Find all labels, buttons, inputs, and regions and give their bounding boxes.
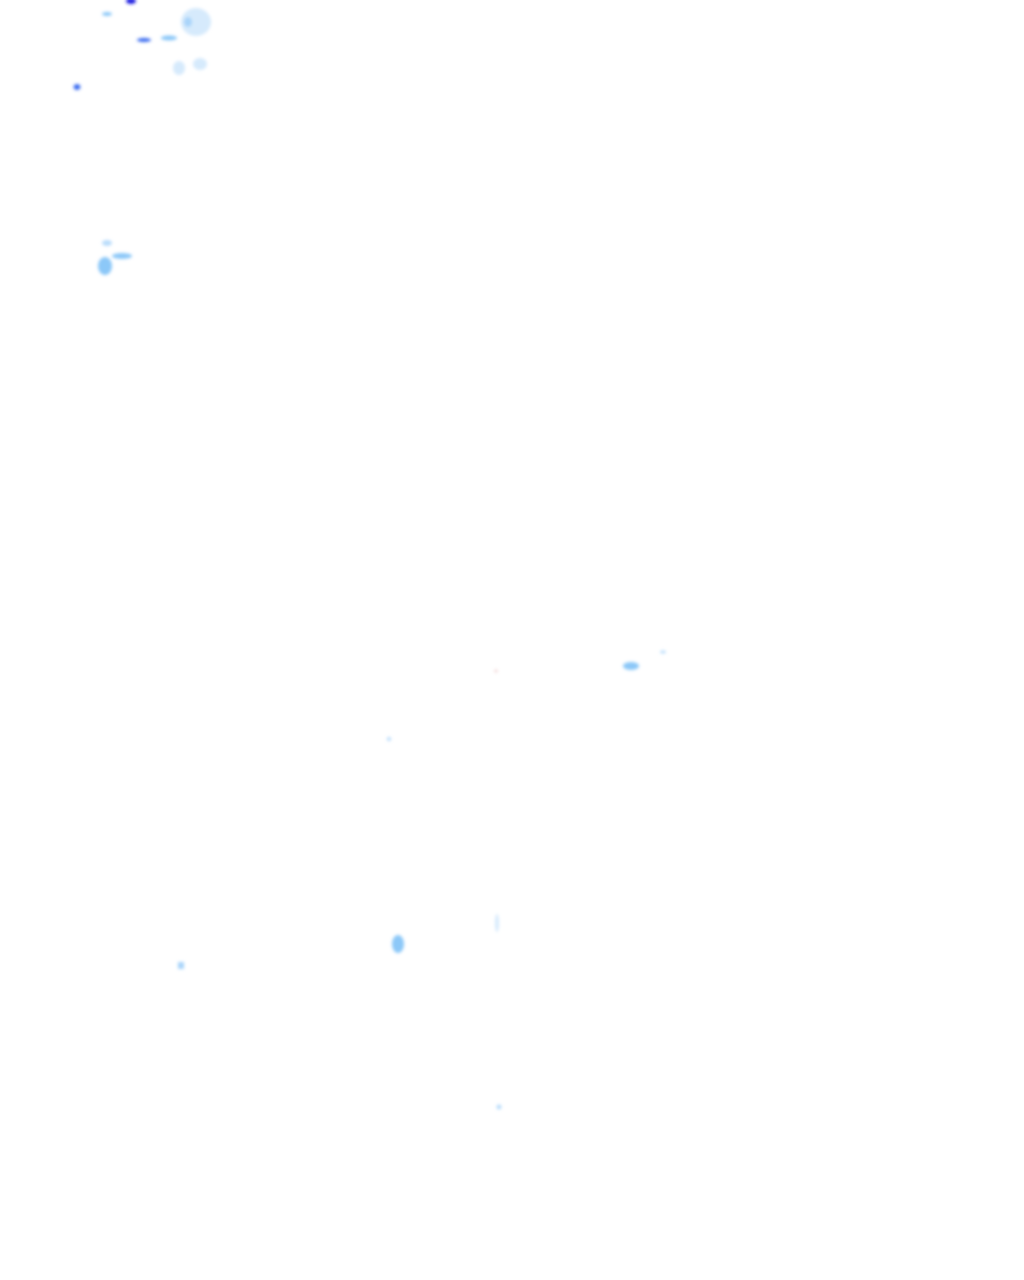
precip-cell	[102, 12, 112, 16]
precip-cell	[496, 1104, 502, 1110]
precip-cell	[494, 669, 498, 673]
precip-cell	[73, 84, 81, 90]
precip-cell	[193, 58, 207, 70]
precip-cell	[137, 38, 151, 42]
precip-cell	[660, 650, 666, 654]
precip-cell	[387, 737, 391, 741]
precip-cell	[623, 662, 639, 670]
precip-cell	[184, 17, 192, 27]
precip-cell	[126, 0, 136, 4]
precip-cell	[173, 61, 185, 75]
precip-cell	[98, 257, 112, 275]
precip-cell	[102, 240, 112, 246]
precip-cell	[178, 962, 184, 969]
precip-cell	[392, 935, 404, 953]
precip-cell	[112, 253, 132, 259]
precip-cell	[495, 914, 499, 932]
precip-cell	[181, 8, 211, 36]
precip-cell	[161, 35, 177, 41]
